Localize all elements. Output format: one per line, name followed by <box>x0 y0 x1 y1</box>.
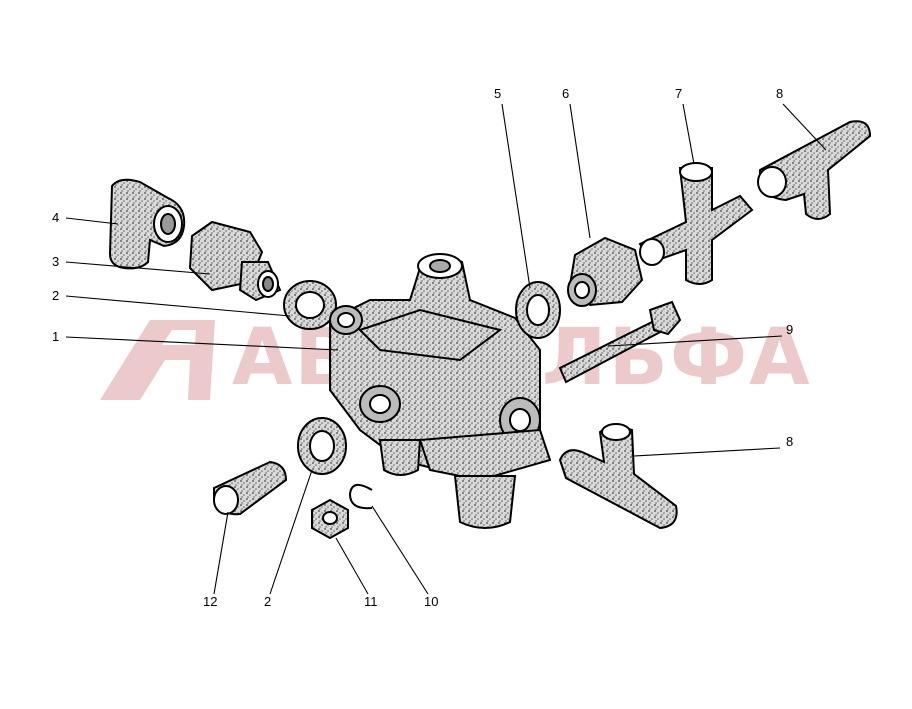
leader-12 <box>213 511 229 595</box>
leader-5 <box>501 103 531 289</box>
part-union-nut <box>188 220 282 302</box>
part-threaded-fitting <box>213 460 288 516</box>
callout-12: 12 <box>203 594 217 609</box>
part-elbow-fitting <box>108 178 186 270</box>
leader-9 <box>607 335 783 347</box>
part-tee-fitting-lower <box>558 423 678 530</box>
part-cross-fitting <box>638 162 754 285</box>
leader-7 <box>682 103 695 165</box>
part-bolt <box>558 300 682 384</box>
watermark-logo <box>100 320 215 400</box>
callout-7: 7 <box>675 86 682 101</box>
callout-labels: 1 2 3 4 5 6 7 8 9 8 12 2 11 10 <box>52 86 793 609</box>
part-washer-right <box>515 281 561 339</box>
callout-3: 3 <box>52 254 59 269</box>
leader-3 <box>65 261 211 275</box>
callout-10: 10 <box>424 594 438 609</box>
leader-6 <box>569 103 591 239</box>
part-valve-body <box>329 253 552 529</box>
leader-1 <box>65 336 339 351</box>
callout-5: 5 <box>494 86 501 101</box>
callout-8-upper: 8 <box>776 86 783 101</box>
callout-2-upper: 2 <box>52 288 59 303</box>
leader-4 <box>65 217 119 225</box>
part-nut-nipple <box>567 236 644 307</box>
part-washer-upper <box>283 280 337 330</box>
leader-8b <box>633 447 781 457</box>
callout-1: 1 <box>52 329 59 344</box>
leader-2a <box>65 295 291 317</box>
leader-lines <box>65 103 827 595</box>
part-washer-lower <box>297 417 347 475</box>
callout-6: 6 <box>562 86 569 101</box>
leader-10 <box>371 505 429 595</box>
callout-8-lower: 8 <box>786 434 793 449</box>
part-snap-ring <box>348 483 373 510</box>
leader-11 <box>335 537 369 595</box>
callout-11: 11 <box>364 594 378 609</box>
part-small-nut <box>311 498 349 540</box>
callout-2-lower: 2 <box>264 594 271 609</box>
leader-2b <box>269 469 313 595</box>
part-tee-fitting-upper <box>757 120 872 220</box>
callout-9: 9 <box>786 322 793 337</box>
leader-8a <box>782 103 827 151</box>
callout-4: 4 <box>52 210 59 225</box>
